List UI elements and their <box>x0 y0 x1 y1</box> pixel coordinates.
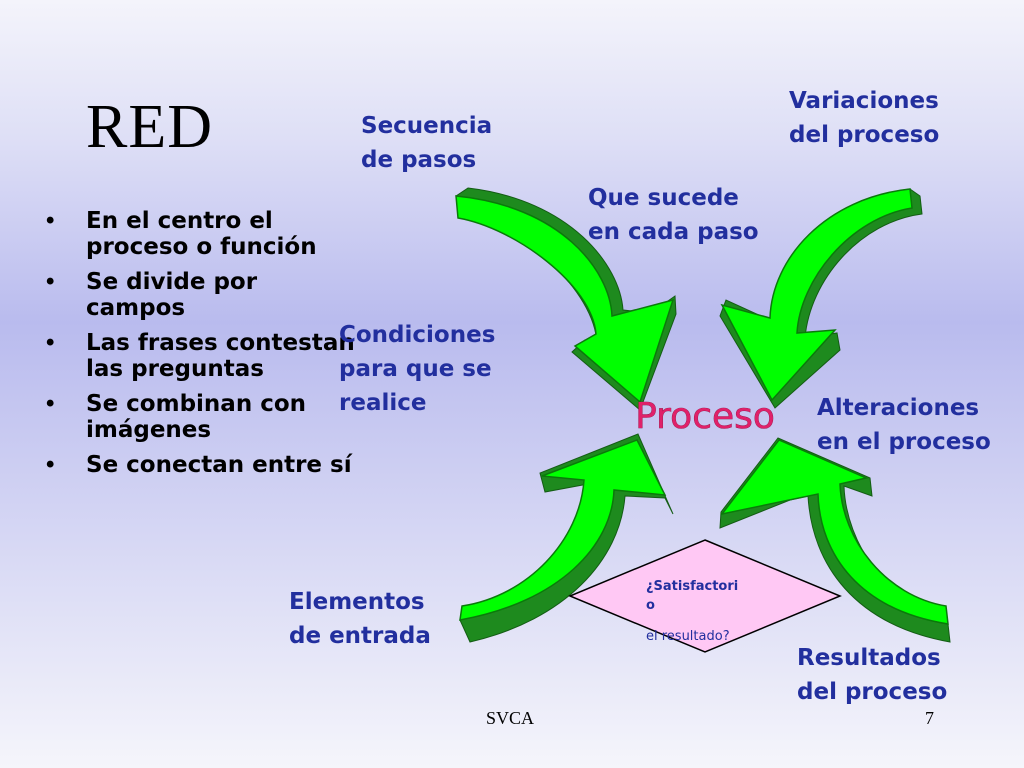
arrow-top-right <box>719 188 923 409</box>
process-center-label: Proceso <box>635 396 775 437</box>
bullet-item: En el centro el proceso o función <box>40 208 360 260</box>
label-elementos: Elementos de entrada <box>289 589 431 649</box>
footer-center: SVCA <box>486 708 535 728</box>
arrow-face <box>455 195 675 404</box>
arrow-bottom-left <box>459 433 674 643</box>
decision-diamond <box>568 539 842 653</box>
bullet-list: En el centro el proceso o función Se div… <box>40 208 360 487</box>
arrow-face <box>459 439 667 621</box>
label-variaciones: Variaciones del proceso <box>789 88 940 148</box>
arrow-face <box>720 188 913 402</box>
bullet-item: Se conectan entre sí <box>40 452 360 478</box>
bullet-item: Se combinan con imágenes <box>40 391 360 443</box>
bullet-item: Se divide por campos <box>40 269 360 321</box>
footer-page-number: 7 <box>925 708 934 728</box>
arrow-face <box>720 439 949 625</box>
label-que-sucede: Que sucede en cada paso <box>588 185 759 245</box>
decision-text-line1: ¿Satisfactori <box>646 579 738 594</box>
label-secuencia: Secuencia de pasos <box>361 113 493 173</box>
slide-title: RED <box>86 93 213 161</box>
decision-text-line2: o <box>646 598 655 613</box>
label-alteraciones: Alteraciones en el proceso <box>817 395 991 455</box>
arrow-bottom-right <box>719 437 951 643</box>
bullet-item: Las frases contestan las preguntas <box>40 330 360 382</box>
decision-text-line3: el resultado? <box>646 629 730 644</box>
label-condiciones: Condiciones para que se realice <box>339 322 496 416</box>
label-resultados: Resultados del proceso <box>797 645 948 705</box>
arrow-top-left <box>455 187 677 411</box>
